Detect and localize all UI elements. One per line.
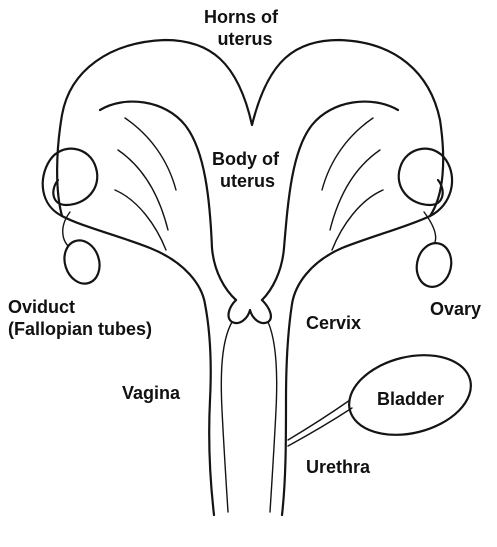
urethra — [288, 400, 350, 440]
urethra — [288, 408, 352, 446]
left-fallopian-tube — [43, 149, 98, 216]
right-ovary — [413, 240, 455, 290]
right-horn-inner-outline — [262, 102, 398, 300]
label-urethra: Urethra — [306, 456, 370, 478]
label-horns-line-2: uterus — [212, 28, 278, 50]
label-ovary: Ovary — [430, 298, 481, 320]
label-body-line-1: Body of — [212, 148, 279, 170]
vagina-right-wall — [282, 304, 292, 515]
right-horn-fold — [330, 150, 380, 230]
label-body-line-2: uterus — [216, 170, 279, 192]
vagina-inner-left — [221, 322, 232, 512]
label-horns-line-1: Horns of — [204, 6, 278, 28]
label-oviduct-line-1: Oviduct — [8, 296, 152, 318]
label-oviduct: Oviduct (Fallopian tubes) — [8, 296, 152, 340]
label-horns-of-uterus: Horns of uterus — [204, 6, 278, 50]
label-bladder: Bladder — [377, 388, 444, 410]
left-horn-fold — [125, 118, 176, 190]
right-fallopian-tube — [399, 149, 452, 216]
label-cervix: Cervix — [306, 312, 361, 334]
vagina-inner-right — [268, 322, 277, 512]
label-oviduct-line-2: (Fallopian tubes) — [8, 318, 152, 340]
cervix-outline — [229, 300, 271, 323]
right-horn-fold — [332, 190, 383, 250]
label-vagina: Vagina — [122, 382, 180, 404]
left-horn-fold — [118, 150, 168, 230]
left-horn-fold — [115, 190, 166, 250]
label-body-of-uterus: Body of uterus — [212, 148, 279, 192]
vagina-left-wall — [205, 304, 214, 515]
right-horn-fold — [322, 118, 373, 190]
left-horn-inner-outline — [100, 102, 236, 300]
